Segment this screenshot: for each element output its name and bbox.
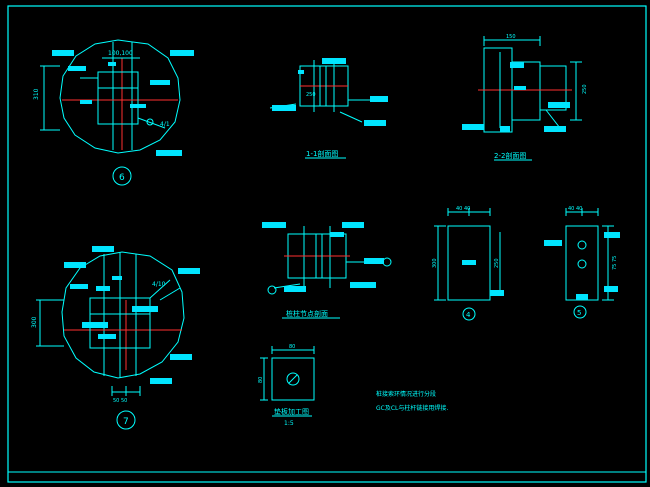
small-plate-dim-left: 80 xyxy=(258,377,264,383)
detail-2 xyxy=(36,246,200,430)
section-node xyxy=(262,222,392,319)
detail-1-marker-label: 6 xyxy=(119,173,125,183)
section-1-1 xyxy=(269,58,388,159)
plate-a xyxy=(434,208,504,321)
section-2-2 xyxy=(462,36,582,161)
detail-2-note: 4/10 xyxy=(152,281,166,288)
detail-1-note: 4/1 xyxy=(160,121,170,128)
section-1-1-title: 1-1剖面图 xyxy=(306,149,338,158)
detail-1-dim-top: 100,100 xyxy=(108,50,133,57)
detail-1 xyxy=(40,39,194,186)
plate-b-dim-top: 40 40 xyxy=(568,206,582,212)
plate-a-dim-left: 300 xyxy=(432,258,438,268)
plate-b xyxy=(544,208,620,319)
small-plate-dim-top: 80 xyxy=(289,344,295,350)
section-node-title: 桩柱节点剖面 xyxy=(286,309,328,318)
detail-2-outline xyxy=(61,251,185,379)
detail-2-marker-label: 7 xyxy=(123,417,129,427)
section-1-1-dim: 250 xyxy=(306,92,316,98)
detail-2-dim-bottom: 50 50 xyxy=(113,398,127,404)
small-plate-scale: 1:5 xyxy=(284,420,294,427)
note-line-1: 桩接索环情况进行分段 xyxy=(376,390,436,398)
small-plate xyxy=(260,346,315,417)
detail-1-outline xyxy=(59,39,181,154)
small-plate-title: 垫板加工图 xyxy=(274,407,309,416)
detail-1-dim-left: 310 xyxy=(33,88,40,100)
plate-a-dim-top: 40 40 xyxy=(456,206,470,212)
section-2-2-dim-top: 150 xyxy=(506,34,516,40)
section-2-2-title: 2-2剖面图 xyxy=(494,151,526,160)
detail-2-dim-left: 300 xyxy=(31,316,38,328)
note-line-2: GC及CL与柱杆链接用焊接. xyxy=(376,404,448,412)
plate-a-marker-label: 4 xyxy=(466,311,471,319)
section-2-2-dim-right: 250 xyxy=(582,84,588,94)
plate-b-dim-right: 75 75 xyxy=(612,256,618,270)
plate-b-marker-label: 5 xyxy=(577,309,581,317)
plate-a-dim-right: 250 xyxy=(494,258,500,268)
drawing-frame xyxy=(7,5,647,483)
